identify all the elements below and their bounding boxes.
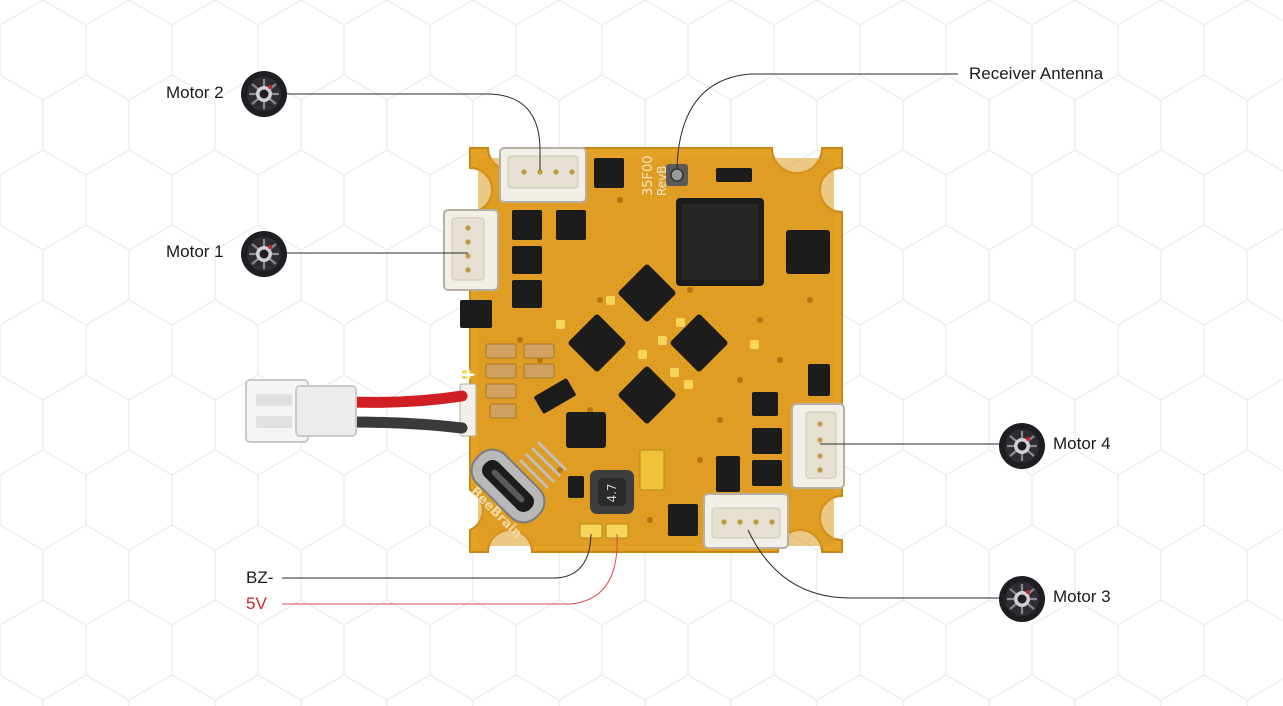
gold-pads	[462, 296, 759, 389]
motor3-icon	[998, 575, 1046, 623]
battery-lead	[245, 379, 468, 443]
inductor-marking: 4.7	[605, 483, 619, 502]
antenna-connector-center	[670, 168, 684, 182]
motor3-label: Motor 3	[1053, 587, 1111, 606]
battery-plug-slot	[256, 394, 292, 406]
usb-c-port	[470, 448, 546, 524]
receiver-antenna-label: Receiver Antenna	[969, 64, 1104, 83]
battery-plug-body	[295, 385, 357, 437]
tantalum-capacitor	[639, 449, 665, 491]
leader-antenna	[676, 73, 958, 169]
esc-chips	[568, 264, 728, 424]
motor2-icon	[240, 70, 288, 118]
motor2-label: Motor 2	[166, 83, 224, 102]
board-rev-text: RevB	[655, 165, 669, 196]
wire-red	[344, 390, 468, 408]
motor4-icon	[998, 422, 1046, 470]
leader-lines	[282, 73, 1000, 599]
motor1-label: Motor 1	[166, 242, 224, 261]
current-sensor-resistor	[534, 378, 576, 414]
5v-label: 5V	[246, 594, 267, 613]
usb-pins	[518, 440, 568, 490]
leader-motor3	[747, 529, 1000, 599]
plus-mark: +	[460, 362, 477, 386]
flight-controller-board: 35F00 RevB	[443, 147, 845, 553]
battery-plug-slot	[256, 416, 292, 428]
motor1-icon	[240, 230, 288, 278]
leader-motor2	[286, 93, 541, 170]
inductor-face	[598, 478, 626, 506]
wire-black	[344, 416, 468, 434]
connector-motor3	[703, 493, 789, 549]
leader-5v	[282, 533, 618, 605]
leader-bz	[282, 533, 592, 579]
vias	[497, 197, 813, 523]
board-model-text: 35F00	[641, 155, 656, 196]
connector-motor4	[791, 403, 845, 489]
capacitors	[485, 343, 555, 419]
bz-label: BZ-	[246, 568, 274, 587]
motor4-label: Motor 4	[1053, 434, 1111, 453]
connector-motor2	[499, 147, 587, 203]
connector-motor1	[443, 209, 499, 291]
small-components	[460, 158, 830, 536]
mcu-chip-face	[682, 204, 758, 280]
